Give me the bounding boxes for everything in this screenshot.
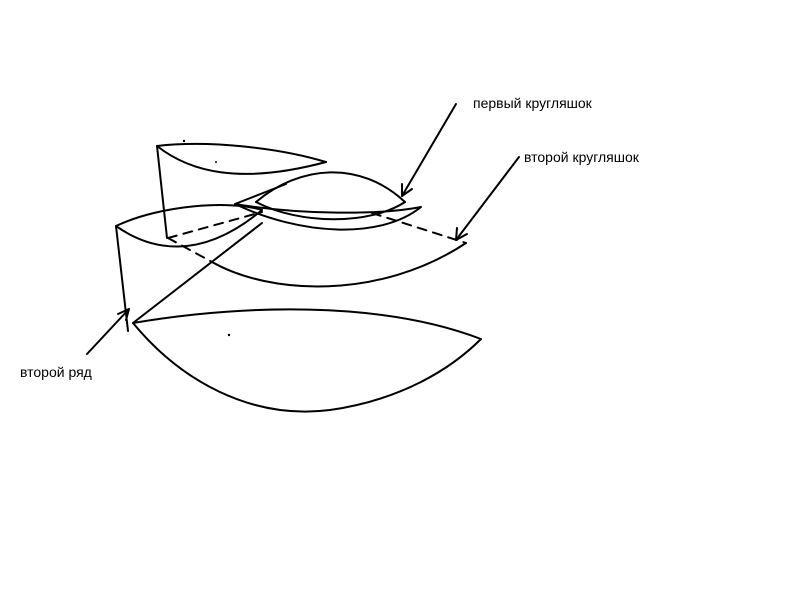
bottom-petal-top-edge [132,308,482,340]
top-petal-vertical [156,145,168,239]
arrow-second-row-shaft [86,308,130,355]
arrow-first-round [401,103,457,197]
bottom-petal [132,308,482,413]
top-petal-dot [182,139,186,143]
label-second-row: второй ряд [20,364,92,380]
right-dashed-line [371,212,467,244]
arrow-second-row-head [117,308,130,321]
middle-basin-hidden-edge [167,237,213,263]
arrow-second-row [86,308,130,355]
rear-dashed-line [167,211,263,239]
middle-basin-curve [211,242,467,288]
top-petal [156,139,327,239]
bottom-petal-bottom-edge [132,322,482,413]
first-round-outer-ring [234,203,422,231]
arrow-second-round [455,156,520,241]
label-second-round: второй кругляшок [524,149,640,165]
arrow-second-round-shaft [455,156,520,241]
label-first-round: первый кругляшок [473,95,593,111]
middle-basin [132,211,467,324]
top-petal-dot-2 [215,161,217,163]
arrow-first-round-shaft [401,103,457,197]
diagonal-link [132,222,263,324]
second-row-petal [115,204,263,332]
first-round [234,171,422,231]
arrow-first-round-head [401,183,413,197]
arrow-second-round-head [455,227,468,241]
second-row-petal-top-edge [115,204,263,227]
first-round-connector [234,183,287,205]
second-row-petal-bottom-edge [115,209,263,248]
top-petal-top-edge [156,142,327,163]
bottom-petal-dot [227,333,231,337]
top-petal-bottom-edge [156,145,327,175]
